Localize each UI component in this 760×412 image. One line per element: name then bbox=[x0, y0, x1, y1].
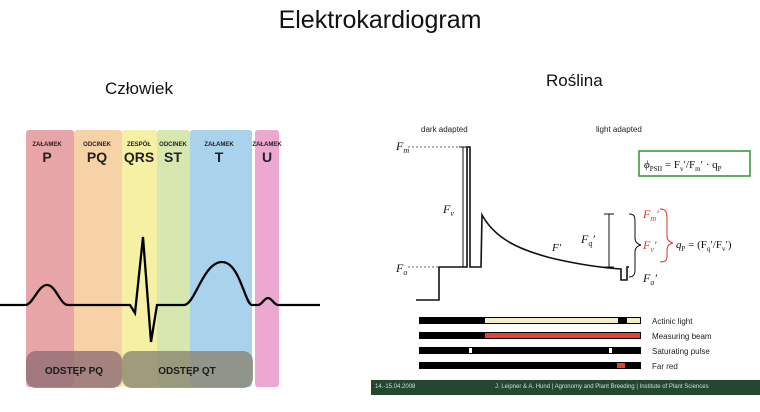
fluorescence-trace bbox=[416, 146, 629, 301]
band-t-big: T bbox=[215, 149, 224, 165]
legend-actinic: Actinic light bbox=[652, 317, 693, 326]
right-subtitle: Roślina bbox=[546, 71, 603, 90]
band-st-small: ODCINEK bbox=[159, 142, 187, 148]
interval-pq-label: ODSTĘP PQ bbox=[45, 366, 103, 377]
legend-saturating: Saturating pulse bbox=[652, 347, 710, 356]
f-prime-label: F′ bbox=[551, 242, 562, 254]
band-qrs-big: QRS bbox=[124, 149, 154, 165]
interval-qt-label: ODSTĘP QT bbox=[158, 366, 216, 377]
fv-label: Fv bbox=[442, 202, 454, 218]
band-pq-small: ODCINEK bbox=[83, 142, 111, 148]
footer-date: 14.-15.04.2008 bbox=[375, 384, 416, 390]
far-red-bar bbox=[419, 362, 641, 369]
band-u bbox=[255, 130, 279, 387]
fo-prime-label: Fo′ bbox=[642, 271, 657, 287]
interval-pq bbox=[26, 351, 122, 388]
fluorescence-diagram: dark adapted light adapted Fm Fv Fo F′ F… bbox=[371, 110, 760, 406]
fm-label: Fm bbox=[395, 139, 409, 155]
page-title: Elektrokardiogram bbox=[278, 6, 482, 34]
band-st-big: ST bbox=[164, 149, 182, 165]
band-st bbox=[157, 130, 190, 387]
legend-far-red: Far red bbox=[652, 362, 678, 371]
phi-psii-box bbox=[638, 150, 751, 177]
band-p-small: ZAŁAMEK bbox=[32, 142, 62, 148]
fm-prime-label: Fm′ bbox=[642, 207, 659, 223]
left-subtitle: Człowiek bbox=[105, 79, 174, 98]
fv-prime-label: Fv′ bbox=[642, 238, 657, 254]
fq-prime-label: Fq′ bbox=[580, 232, 595, 248]
light-adapted-label: light adapted bbox=[596, 125, 642, 134]
band-pq-big: PQ bbox=[87, 149, 107, 165]
phi-psii-formula: ϕPSII = Fv′/Fm′ · qP bbox=[644, 159, 722, 173]
saturating-pulse-bar bbox=[419, 347, 641, 354]
band-p-big: P bbox=[42, 149, 51, 165]
legend-measuring: Measuring beam bbox=[652, 332, 712, 341]
band-t bbox=[190, 130, 252, 387]
dark-adapted-label: dark adapted bbox=[421, 125, 468, 134]
fo-label: Fo bbox=[395, 261, 407, 277]
footer-credits: J. Leipner & A. Hund | Agronomy and Plan… bbox=[495, 384, 709, 390]
band-qrs bbox=[122, 130, 157, 387]
ecg-trace bbox=[0, 236, 320, 343]
footer-bar: 14.-15.04.2008 J. Leipner & A. Hund | Ag… bbox=[371, 380, 760, 395]
ecg-diagram: ZAŁAMEK P ODCINEK PQ ZESPÓŁ QRS ODCINEK … bbox=[0, 125, 320, 395]
band-t-small: ZAŁAMEK bbox=[204, 142, 234, 148]
band-pq bbox=[74, 130, 122, 387]
band-qrs-small: ZESPÓŁ bbox=[127, 140, 151, 148]
band-p bbox=[26, 130, 74, 387]
band-u-big: U bbox=[262, 149, 272, 165]
band-u-small: ZAŁAMEK bbox=[252, 142, 282, 148]
qp-formula: qP = (Fq′/Fv′) bbox=[676, 239, 732, 253]
interval-qt bbox=[122, 351, 253, 388]
